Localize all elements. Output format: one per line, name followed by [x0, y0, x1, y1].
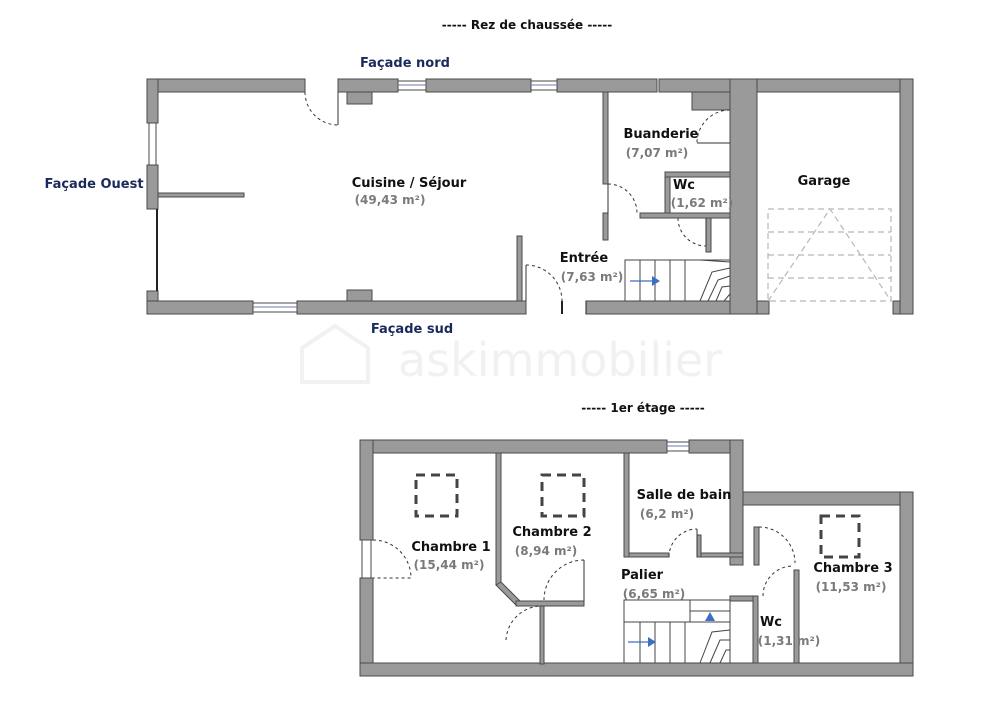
skylight-icon: [819, 514, 861, 559]
room-area: (1,31 m²): [758, 634, 821, 648]
facade-south-label: Façade sud: [371, 322, 453, 337]
room-wc-ground: Wc (1,62 m²): [671, 178, 734, 210]
room-area: (49,43 m²): [355, 193, 426, 207]
room-entree: Entrée (7,63 m²): [560, 251, 623, 284]
room-cuisine: Cuisine / Séjour (49,43 m²): [352, 176, 467, 207]
ground-interior-walls: [157, 91, 731, 302]
room-name: Wc: [673, 178, 695, 193]
skylights: [414, 473, 861, 559]
ground-floor-title: ----- Rez de chaussée -----: [442, 18, 612, 32]
room-area: (7,07 m²): [626, 146, 689, 160]
stair-arrowhead-icon: [652, 276, 660, 286]
room-name: Chambre 1: [411, 540, 490, 555]
room-name: Salle de bain: [637, 488, 732, 503]
room-area: (11,53 m²): [816, 580, 887, 594]
skylight-icon: [540, 473, 586, 518]
room-chambre1: Chambre 1 (15,44 m²): [411, 540, 490, 572]
upper-stairs: [623, 599, 731, 664]
room-name: Chambre 3: [813, 561, 892, 576]
skylight-icon: [414, 473, 459, 518]
room-name: Buanderie: [624, 127, 699, 142]
room-name: Garage: [798, 174, 851, 189]
room-area: (6,2 m²): [640, 507, 694, 521]
room-name: Chambre 2: [512, 525, 591, 540]
room-name: Palier: [621, 568, 664, 583]
ground-exterior-walls: [146, 78, 914, 315]
facade-north-label: Façade nord: [360, 56, 450, 71]
watermark-text: askimmobilier: [398, 333, 722, 387]
facade-west-label: Façade Ouest: [44, 177, 143, 192]
room-chambre2: Chambre 2 (8,94 m²): [512, 525, 591, 558]
room-name: Cuisine / Séjour: [352, 176, 467, 191]
upper-doors: [372, 526, 796, 641]
stair-arrowhead-icon: [648, 637, 656, 647]
room-area: (8,94 m²): [515, 544, 578, 558]
watermark: askimmobilier: [300, 323, 722, 387]
ground-doors: [304, 91, 731, 314]
ground-stairs: [624, 259, 731, 302]
room-name: Wc: [760, 615, 782, 630]
room-wc-upper: Wc (1,31 m²): [758, 615, 821, 648]
room-name: Entrée: [560, 251, 609, 266]
room-palier: Palier (6,65 m²): [621, 568, 685, 601]
stair-up-arrow-icon: [705, 612, 715, 621]
upper-windows: [361, 441, 690, 579]
house-logo-icon: [300, 323, 370, 384]
ground-windows: [148, 80, 558, 313]
room-area: (1,62 m²): [671, 196, 734, 210]
room-buanderie: Buanderie (7,07 m²): [624, 127, 699, 160]
room-area: (15,44 m²): [414, 558, 485, 572]
ground-floor: Cuisine / Séjour (49,43 m²) Buanderie (7…: [146, 78, 914, 315]
room-garage: Garage: [798, 174, 851, 189]
room-chambre3: Chambre 3 (11,53 m²): [813, 561, 892, 594]
room-sdb: Salle de bain (6,2 m²): [637, 488, 732, 521]
garage-door-marks: [767, 207, 892, 302]
room-area: (7,63 m²): [561, 270, 624, 284]
upper-floor-title: ----- 1er étage -----: [581, 401, 704, 415]
room-area: (6,65 m²): [623, 587, 686, 601]
upper-floor: Chambre 1 (15,44 m²) Chambre 2 (8,94 m²)…: [359, 439, 914, 677]
